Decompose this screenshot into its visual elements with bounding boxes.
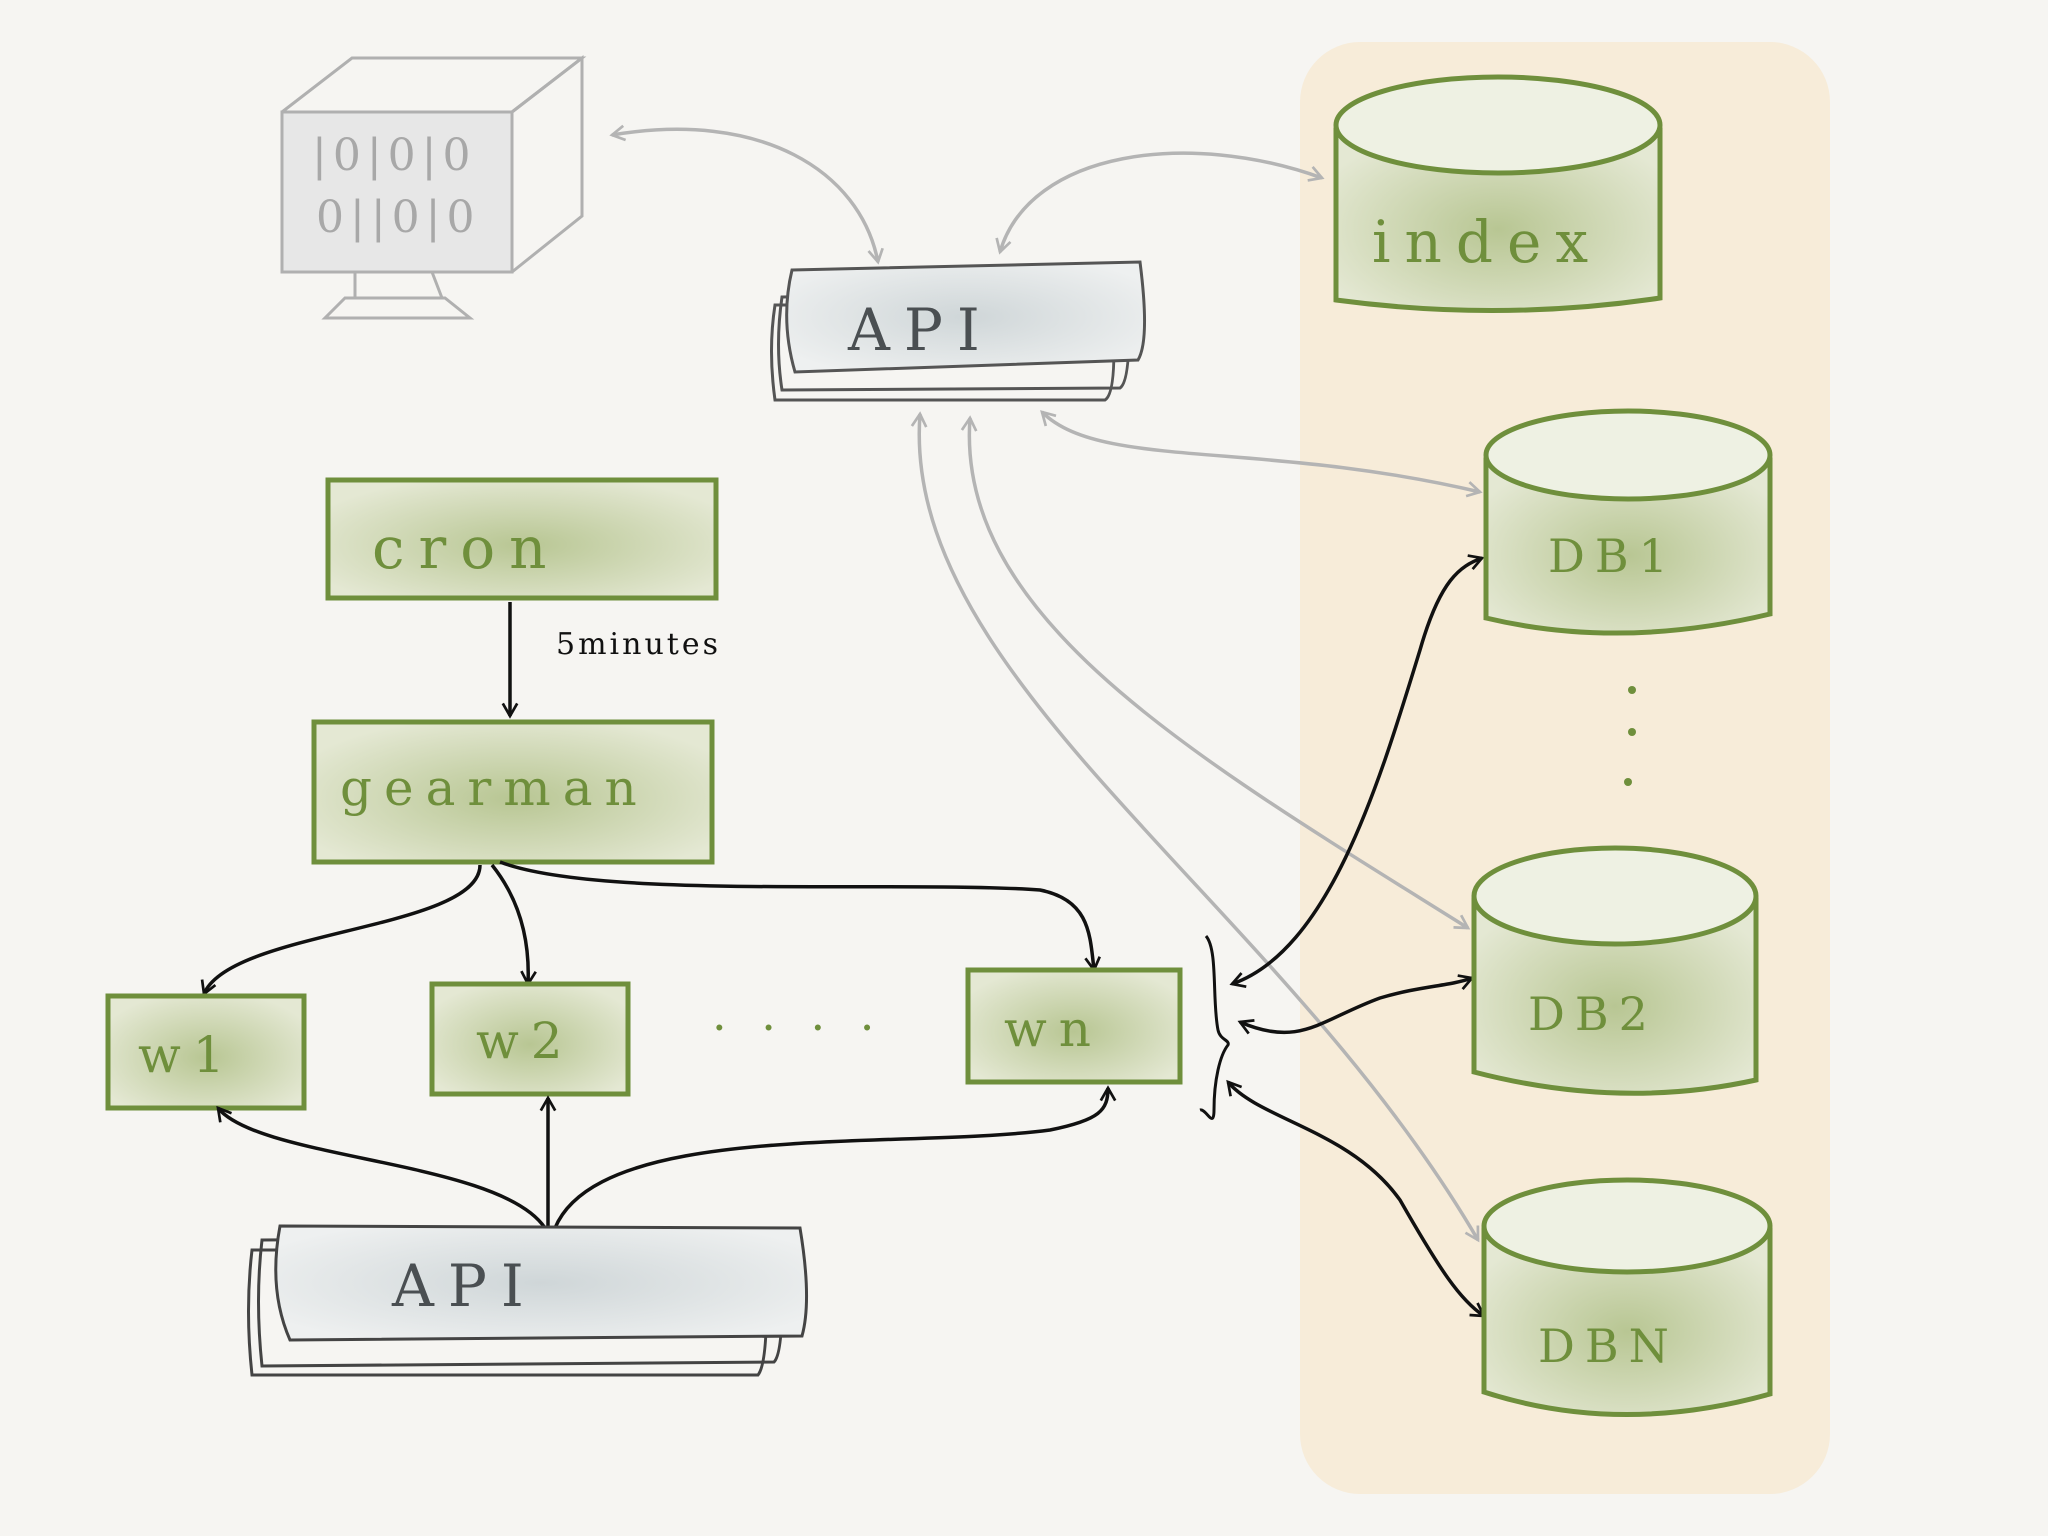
cron-label: cron: [372, 514, 560, 582]
bottom-api-label: API: [391, 1252, 538, 1320]
index-db-cylinder: [1333, 74, 1663, 314]
worker-w1-box: [105, 993, 307, 1111]
api-w1-arrow: [216, 1105, 547, 1229]
worker-w2-box: [429, 981, 631, 1097]
gearman-label: gearman: [340, 759, 649, 817]
workers-db2-arrow: [1237, 974, 1475, 1035]
monitor-icon: [280, 54, 587, 320]
gearman-box: [311, 719, 715, 865]
gearman-w1-arrow: [200, 864, 482, 997]
db1-cylinder: [1483, 408, 1773, 636]
gearman-w2-arrow: [490, 863, 537, 987]
worker-w2-label: w2: [476, 1012, 575, 1070]
workers-dbn-arrow: [1226, 1079, 1487, 1318]
api-index-arrow: [995, 151, 1325, 255]
workers-db1-arrow: [1229, 554, 1485, 988]
cron-box: [325, 477, 719, 601]
monitor-api-arrow: [609, 124, 884, 265]
worker-wn-box: [965, 967, 1183, 1085]
worker-w1-label: w1: [138, 1026, 237, 1084]
db-ellipsis-dot-3: [1624, 778, 1632, 786]
gearman-wn-arrow: [499, 860, 1101, 973]
dbn-label: DBN: [1538, 1319, 1679, 1373]
api-wn-arrow: [553, 1085, 1117, 1229]
worker-ellipsis: . . . .: [712, 987, 884, 1041]
dbn-cylinder: [1481, 1177, 1773, 1417]
monitor-binary-line-1: |0|0|0: [312, 130, 476, 181]
interval-edge-label: 5minutes: [556, 627, 721, 662]
index-db-label: index: [1372, 208, 1602, 276]
db2-cylinder: [1471, 845, 1759, 1096]
db-ellipsis-dot-1: [1628, 686, 1636, 694]
monitor-binary-line-2: 0||0|0: [316, 192, 480, 243]
worker-wn-label: wn: [1004, 1000, 1103, 1058]
top-api-label: API: [847, 296, 994, 364]
bottom-api-box: [247, 1224, 809, 1377]
db1-label: DB1: [1548, 529, 1678, 583]
db-ellipsis-dot-2: [1628, 728, 1636, 736]
top-api-box: [770, 260, 1147, 402]
workers-bracket: [1199, 935, 1230, 1120]
db2-label: DB2: [1528, 987, 1658, 1041]
